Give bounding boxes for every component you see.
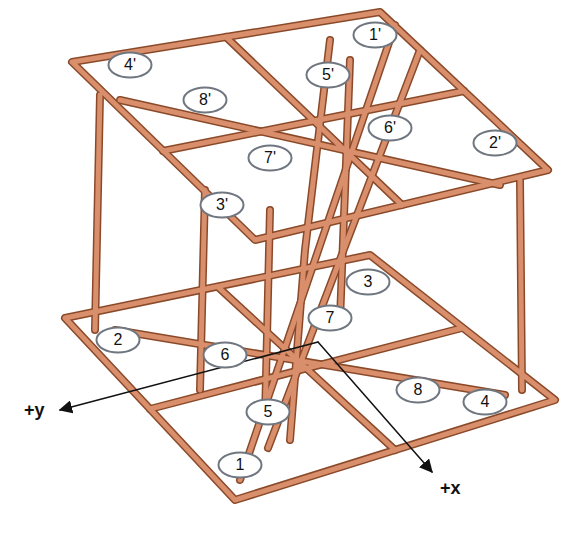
coil-marker: 1 xyxy=(217,451,263,479)
coil-marker: 8 xyxy=(395,376,441,404)
coil-marker: 3' xyxy=(199,191,245,219)
coil-number: 4 xyxy=(462,390,508,414)
coil-number: 6 xyxy=(202,343,248,367)
coil-number: 7 xyxy=(307,306,353,330)
coil-number: 8' xyxy=(182,88,228,112)
coil-number: 2' xyxy=(472,131,518,155)
coil-number: 8 xyxy=(395,378,441,402)
coil-marker: 4 xyxy=(462,388,508,416)
coil-marker: 2 xyxy=(95,326,141,354)
coil-marker: 6' xyxy=(367,114,413,142)
coil-marker: 6 xyxy=(202,341,248,369)
coil-number: 5 xyxy=(245,400,291,424)
coil-number: 1 xyxy=(217,453,263,477)
coil-number: 7' xyxy=(247,146,293,170)
axis-label: +x xyxy=(438,478,463,499)
coil-number: 3 xyxy=(345,270,391,294)
coil-marker: 5' xyxy=(305,61,351,89)
coil-number: 1' xyxy=(352,23,398,47)
coil-number: 6' xyxy=(367,116,413,140)
coil-marker: 7' xyxy=(247,144,293,172)
coil-marker: 3 xyxy=(345,268,391,296)
coil-marker: 8' xyxy=(182,86,228,114)
coil-number: 3' xyxy=(199,193,245,217)
coil-marker: 7 xyxy=(307,304,353,332)
coil-marker: 2' xyxy=(472,129,518,157)
coil-number: 4' xyxy=(107,53,153,77)
coil-marker: 4' xyxy=(107,51,153,79)
axis-label: +y xyxy=(22,400,47,421)
coil-marker: 1' xyxy=(352,21,398,49)
coil-number: 5' xyxy=(305,63,351,87)
coil-marker: 5 xyxy=(245,398,291,426)
coil-number: 2 xyxy=(95,328,141,352)
